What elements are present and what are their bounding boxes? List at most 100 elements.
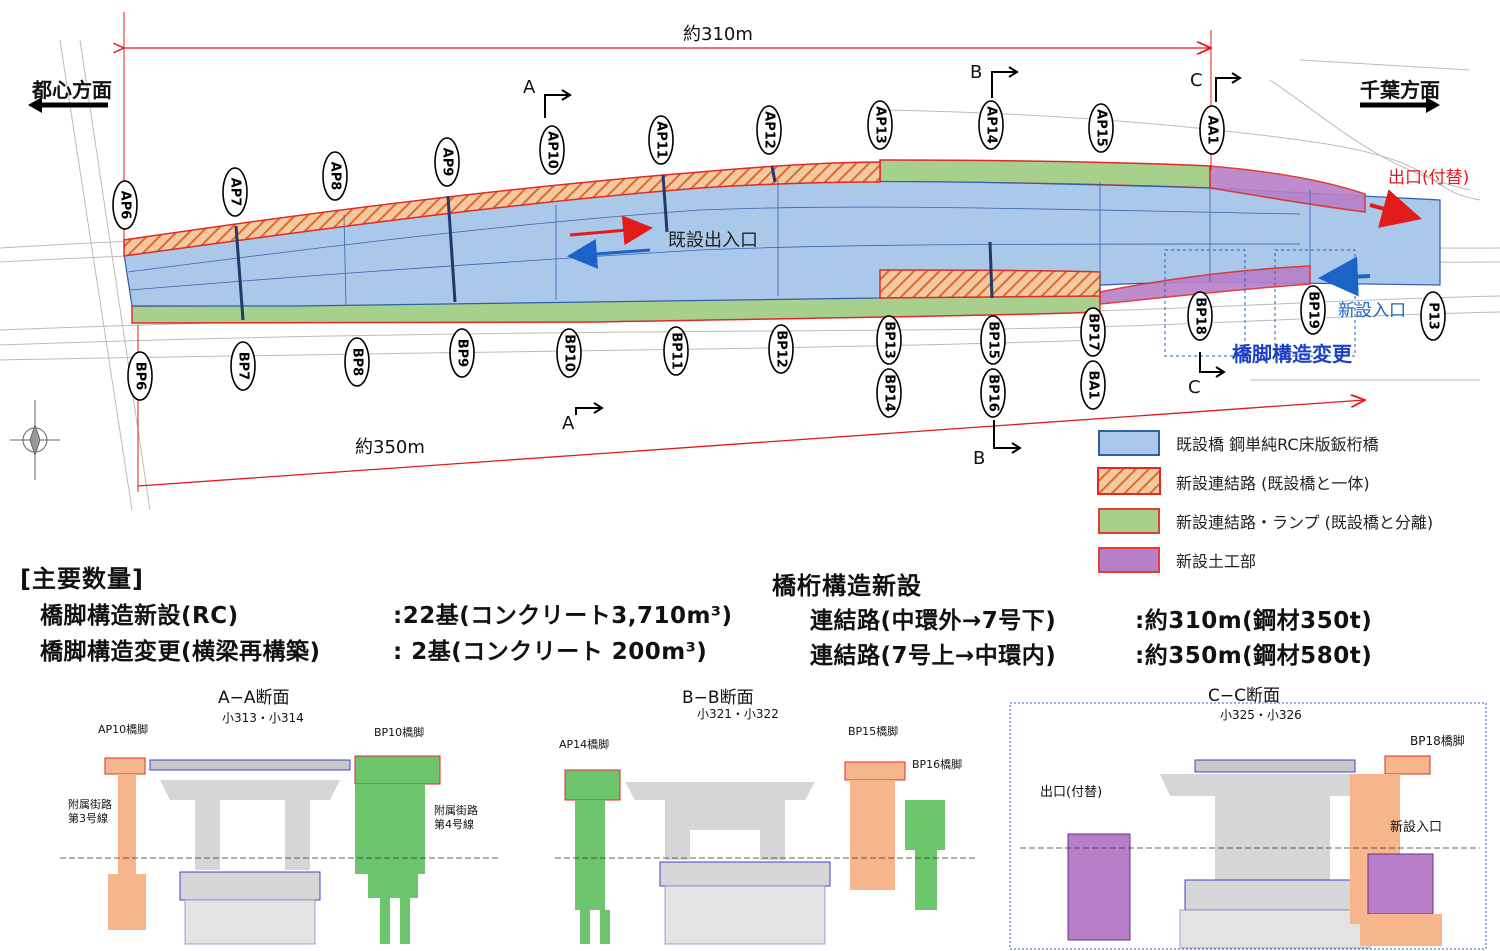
- pier-label-ap7-text: AP7: [228, 178, 243, 207]
- pier-label-bp10: BP10: [556, 328, 582, 378]
- pier-label-bp13-text: BP13: [882, 321, 897, 359]
- pier-label-bp8-text: BP8: [350, 348, 365, 376]
- section-cut-marks: [544, 66, 1242, 454]
- pier-label-ba1: BA1: [1080, 360, 1106, 410]
- section-bb-label-bp16: BP16橋脚: [912, 758, 963, 771]
- section-bb-title: B−B断面: [682, 688, 754, 708]
- section-aa-label-road3a: 附属街路: [68, 798, 112, 811]
- legend-swatch-integral-spacer: [1098, 469, 1160, 495]
- dim-line-bottom: [137, 400, 1365, 487]
- legend-item-integral: 新設連結路 (既設橋と一体): [1098, 467, 1370, 497]
- section-cc-title: C−C断面: [1208, 686, 1280, 706]
- pier-label-ba1-text: BA1: [1086, 370, 1101, 399]
- section-mark-b-bottom: B: [973, 448, 986, 469]
- pier-label-ap15: AP15: [1088, 103, 1114, 153]
- pier-lines: [234, 165, 994, 321]
- legend-text-integral: 新設連結路 (既設橋と一体): [1176, 474, 1370, 493]
- quantities-heading: [主要数量]: [20, 565, 144, 593]
- pier-label-aa1-text: AA1: [1205, 115, 1220, 144]
- arrow-outbound-blue: [567, 239, 651, 269]
- pier-label-ap12: AP12: [756, 105, 782, 155]
- dim-top-label: 約310m: [683, 24, 753, 45]
- legend-item-existing: 既設橋 鋼単純RC床版鈑桁橋: [1098, 428, 1379, 458]
- pier-change-box-bp19: [1274, 249, 1356, 357]
- pier-label-ap14: AP14: [978, 100, 1004, 150]
- pier-label-bp19-text: BP19: [1306, 291, 1321, 329]
- hatched-link-top: [123, 161, 881, 257]
- legend-item-separated: 新設連結路・ランプ (既設橋と分離): [1098, 506, 1433, 536]
- pier-label-aa1: AA1: [1199, 105, 1225, 155]
- pier-label-ap11-text: AP11: [654, 121, 669, 159]
- pier-labels: AP6 AP7 AP8 AP9 AP10 AP11 AP12 AP13 AP14 AP15 AA1B…: [112, 100, 1446, 418]
- pier-label-ap13-text: AP13: [873, 106, 888, 144]
- pier-label-ap6-text: AP6: [118, 191, 133, 220]
- pier-label-ap9-text: AP9: [440, 148, 455, 177]
- section-cc-label-entry: 新設入口: [1390, 820, 1443, 835]
- pier-label-bp15-text: BP15: [986, 321, 1001, 359]
- pier-label-bp14-text: BP14: [882, 374, 897, 412]
- section-aa-label-road4a: 附属街路: [434, 804, 478, 817]
- quantities-row2-label: 橋脚構造変更(横梁再構築): [40, 639, 321, 665]
- girders-heading: 橋桁構造新設: [772, 572, 922, 600]
- pier-label-bp16: BP16: [980, 368, 1006, 418]
- section-aa-sub: 小313・小314: [222, 711, 304, 725]
- section-aa-label-road3b: 第3号線: [68, 812, 108, 825]
- section-aa-drawing: [60, 755, 500, 945]
- compass-icon: [10, 400, 60, 480]
- pier-label-ap8: AP8: [322, 151, 348, 201]
- pier-label-bp13: BP13: [876, 315, 902, 365]
- pier-label-bp7-text: BP7: [236, 352, 251, 380]
- section-bb-label-bp15: BP15橋脚: [848, 725, 899, 738]
- section-bb-label-ap14: AP14橋脚: [559, 738, 610, 751]
- pier-label-bp17-text: BP17: [1086, 313, 1101, 351]
- section-bb-drawing: [555, 761, 975, 945]
- quantities-row1-label: 橋脚構造新設(RC): [40, 603, 239, 629]
- section-bb-sub: 小321・小322: [697, 707, 779, 721]
- dir-arrow-right-head: [1426, 97, 1440, 113]
- section-aa-label-ap10: AP10橋脚: [98, 723, 149, 736]
- pier-label-bp10-text: BP10: [562, 334, 577, 372]
- pier-label-bp9-text: BP9: [455, 339, 470, 367]
- girders-row2-value: :約350m(鋼材580t): [1135, 643, 1373, 669]
- direction-left-label: 都心方面: [32, 78, 112, 102]
- section-mark-c-top: C: [1190, 70, 1203, 91]
- section-cc-label-exit: 出口(付替): [1040, 785, 1103, 800]
- arrow-exit-red: [1369, 189, 1422, 228]
- dim-bottom-label: 約350m: [355, 437, 425, 458]
- pier-label-ap13: AP13: [867, 100, 893, 150]
- pier-label-ap10: AP10: [539, 125, 565, 175]
- section-mark-b-top: B: [970, 62, 983, 83]
- pier-label-ap14-text: AP14: [984, 106, 999, 144]
- pier-label-bp8: BP8: [344, 337, 370, 387]
- pier-label-bp12: BP12: [768, 324, 794, 374]
- pier-label-p13: P13: [1420, 291, 1446, 341]
- section-mark-a-top: A: [523, 77, 536, 98]
- section-aa-label-bp10: BP10橋脚: [374, 726, 425, 739]
- arrow-entry-blue: [1318, 256, 1371, 297]
- pier-label-ap9: AP9: [434, 137, 460, 187]
- pier-label-ap12-text: AP12: [762, 111, 777, 149]
- pier-label-bp12-text: BP12: [774, 330, 789, 368]
- pier-label-bp18-text: BP18: [1193, 297, 1208, 335]
- quantities-row1-value: :22基(コンクリート3,710m³): [393, 603, 733, 629]
- entry-label: 新設入口: [1338, 301, 1406, 321]
- girders-row2-label: 連結路(7号上→中環内): [810, 643, 1057, 669]
- legend-text-separated: 新設連結路・ランプ (既設橋と分離): [1176, 513, 1434, 532]
- exit-label: 出口(付替): [1388, 168, 1470, 188]
- pier-change-label: 橋脚構造変更: [1232, 342, 1352, 366]
- legend-text-earthwork: 新設土工部: [1176, 552, 1257, 571]
- quantities-row2-value: : 2基(コンクリート 200m³): [393, 639, 708, 665]
- direction-right-label: 千葉方面: [1360, 78, 1440, 102]
- pier-change-box-bp18: [1164, 249, 1246, 357]
- pier-label-bp11-text: BP11: [669, 332, 684, 370]
- pier-label-ap8-text: AP8: [328, 162, 343, 191]
- pier-label-bp9: BP9: [449, 328, 475, 378]
- pier-label-bp7: BP7: [230, 341, 256, 391]
- legend-swatch-earthwork: [1098, 547, 1160, 573]
- arrow-inbound-red: [569, 215, 653, 246]
- pier-label-bp6: BP6: [127, 351, 153, 401]
- girders-row1-value: :約310m(鋼材350t): [1135, 608, 1373, 634]
- section-cc-sub: 小325・小326: [1220, 708, 1302, 722]
- section-cc-label-bp18: BP18橋脚: [1410, 734, 1465, 748]
